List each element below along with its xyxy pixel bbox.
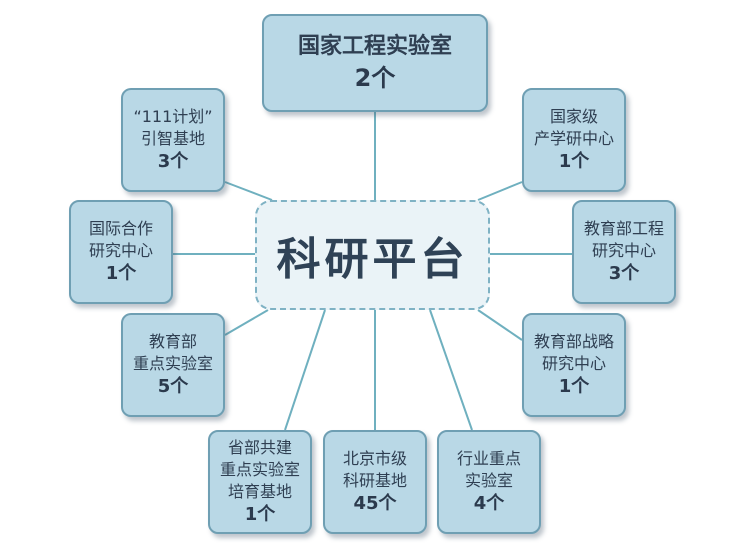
node-line: 教育部	[148, 332, 197, 351]
node-count: 2个	[354, 64, 396, 92]
connector-national-industry-center	[477, 181, 523, 201]
node-count: 1个	[558, 376, 590, 397]
node-line: 教育部工程	[583, 219, 664, 238]
node-line: 重点实验室	[132, 354, 213, 373]
node-count: 5个	[157, 376, 189, 397]
center-node: 科研平台	[255, 200, 490, 310]
node-111-plan-base: “111计划” 引智基地 3个	[121, 88, 225, 192]
node-line: 省部共建	[227, 438, 292, 457]
node-count: 1个	[558, 151, 590, 172]
node-line: 实验室	[464, 471, 513, 490]
connector-moe-strategy-center	[477, 309, 523, 341]
node-line: 教育部战略	[533, 332, 614, 351]
node-international-center: 国际合作 研究中心 1个	[69, 200, 173, 304]
node-line: 研究中心	[591, 241, 656, 260]
node-line: 科研基地	[342, 471, 407, 490]
node-moe-key-lab: 教育部 重点实验室 5个	[121, 313, 225, 417]
node-line: 研究中心	[541, 354, 606, 373]
node-line: 引智基地	[140, 129, 205, 148]
connector-moe-key-lab	[224, 309, 269, 336]
node-national-industry-center: 国家级 产学研中心 1个	[522, 88, 626, 192]
node-industry-key-lab: 行业重点 实验室 4个	[437, 430, 541, 534]
connector-provincial-cultivation-base	[284, 309, 326, 431]
node-count: 3个	[608, 263, 640, 284]
node-line: 培育基地	[227, 482, 292, 501]
node-moe-engineering-center: 教育部工程 研究中心 3个	[572, 200, 676, 304]
node-line: 行业重点	[456, 449, 521, 468]
node-line: 国际合作	[88, 219, 153, 238]
connector-industry-key-lab	[429, 309, 473, 431]
node-national-engineering-lab: 国家工程实验室 2个	[262, 14, 488, 112]
node-line: 重点实验室	[219, 460, 300, 479]
center-label: 科研平台	[276, 234, 469, 285]
node-line: 国家级	[549, 107, 598, 126]
node-count: 1个	[105, 263, 137, 284]
node-beijing-research-base: 北京市级 科研基地 45个	[323, 430, 427, 534]
node-line: 北京市级	[342, 449, 407, 468]
node-line: 研究中心	[88, 241, 153, 260]
node-count: 3个	[157, 151, 189, 172]
node-line: 国家工程实验室	[297, 34, 452, 59]
connector-111-plan-base	[224, 181, 273, 201]
node-count: 4个	[473, 493, 505, 514]
node-line: 产学研中心	[533, 129, 614, 148]
node-count: 45个	[353, 493, 397, 514]
node-provincial-cultivation-base: 省部共建 重点实验室 培育基地 1个	[208, 430, 312, 534]
node-count: 1个	[244, 504, 276, 525]
node-line: “111计划”	[133, 107, 213, 126]
node-moe-strategy-center: 教育部战略 研究中心 1个	[522, 313, 626, 417]
